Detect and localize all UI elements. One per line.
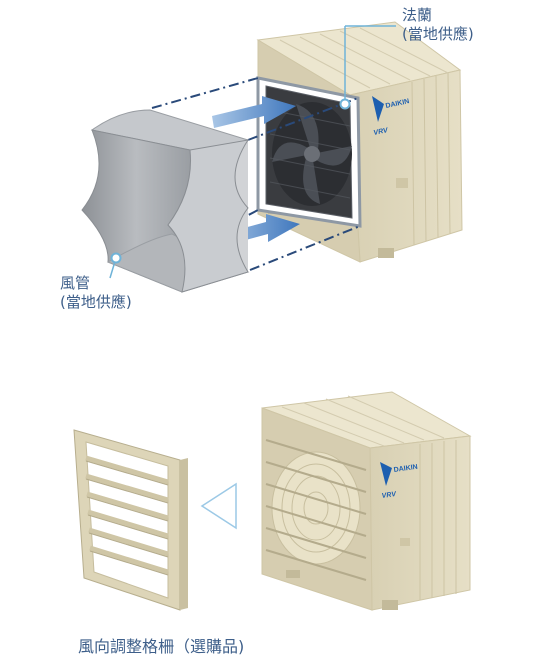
flange-frame	[256, 76, 362, 228]
duct-label: 風管 (當地供應)	[60, 274, 132, 312]
model-name: VRV	[381, 491, 398, 500]
duct	[81, 109, 250, 293]
unit-louvers	[265, 439, 367, 581]
bottom-outdoor-unit: DAIKIN VRV	[261, 391, 472, 611]
daikin-logo	[380, 462, 392, 486]
brand-name: DAIKIN	[385, 98, 410, 110]
model-name: VRV	[373, 127, 390, 137]
flange-label: 法蘭 (當地供應)	[402, 6, 474, 44]
direction-triangle-icon	[200, 482, 237, 530]
flange-label-line2: (當地供應)	[402, 25, 474, 43]
brand-name: DAIKIN	[393, 464, 418, 474]
daikin-logo	[372, 96, 384, 122]
air-direction-grille	[73, 429, 188, 611]
flange-pointer	[339, 98, 351, 110]
duct-pointer	[110, 252, 122, 264]
grille-caption: 風向調整格柵（選購品)	[78, 637, 245, 656]
flange-label-line1: 法蘭	[402, 6, 433, 24]
duct-label-line1: 風管	[60, 274, 91, 292]
duct-label-line2: (當地供應)	[60, 293, 132, 311]
